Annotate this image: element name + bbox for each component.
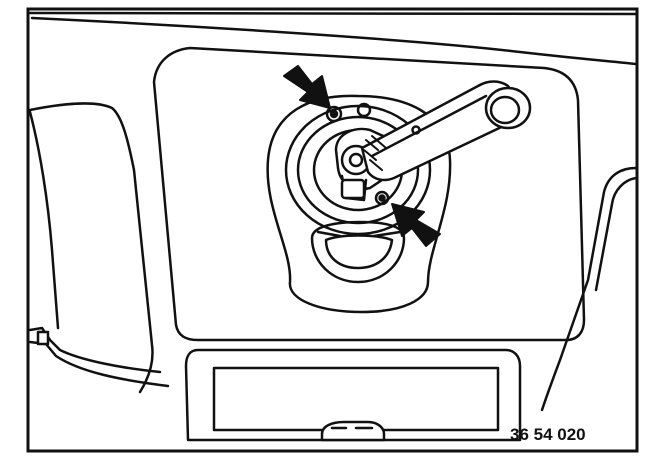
right-trim-panel: [540, 166, 638, 412]
finger-recess-outer: [310, 220, 406, 284]
crank-knob-inner: [489, 95, 521, 125]
crank-arm-edge: [370, 94, 488, 158]
right-trim-panel-inner: [594, 176, 638, 292]
pointer-arrow-upper-left: [283, 65, 331, 109]
mounting-screw-lower-inner: [378, 194, 386, 202]
mounting-screw-lower: [374, 190, 390, 206]
finger-recess-inner: [324, 234, 394, 270]
tray-latch: [320, 420, 386, 442]
lower-tray-inner: [212, 366, 500, 432]
left-lower-trim-edge: [28, 340, 170, 388]
crank-hub-center: [348, 152, 364, 168]
left-clip: [36, 330, 50, 346]
finger-recess-notch: [316, 230, 402, 238]
mounting-screw-upper-right: [356, 102, 372, 118]
roof-trim-line: [28, 11, 638, 16]
crank-recess-outer: [266, 94, 452, 314]
crank-spindle-base: [340, 178, 366, 200]
left-trim-panel-inner: [28, 110, 60, 330]
left-lower-trim: [28, 326, 162, 374]
left-trim-panel: [28, 102, 154, 394]
lower-tray-outer: [184, 348, 522, 442]
crank-arm-rivet: [411, 125, 421, 135]
pointer-arrow-lower-right: [391, 203, 441, 247]
roof-lining-edge: [30, 16, 638, 66]
figure-reference-code: 36 54 020: [510, 425, 586, 444]
hub-hatching: [363, 135, 387, 171]
mounting-screw-upper: [325, 105, 343, 123]
mounting-screw-upper-inner: [329, 109, 339, 119]
